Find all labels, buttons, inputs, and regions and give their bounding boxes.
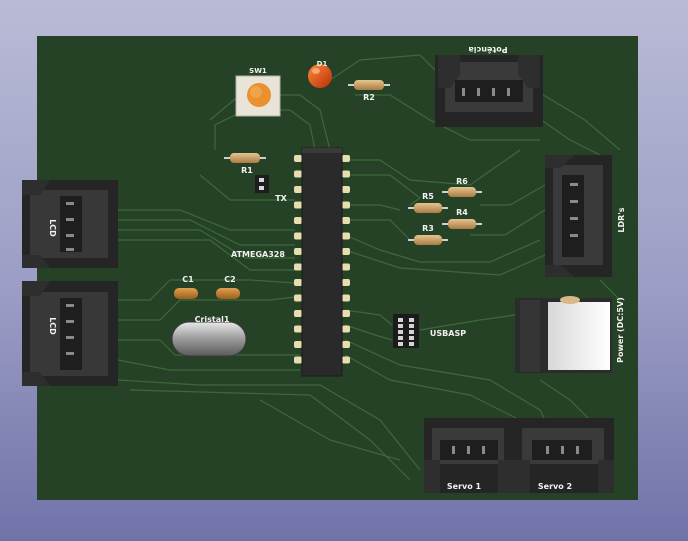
- chip-pin-left: [294, 356, 302, 364]
- chip-pin-left: [294, 201, 302, 209]
- c1-label: C1: [182, 275, 194, 284]
- chip-pin-left: [294, 170, 302, 178]
- capacitor-c2: C2: [216, 275, 240, 299]
- led-d1: D1: [308, 60, 332, 88]
- chip-pin-right: [342, 341, 350, 348]
- r2-label: R2: [363, 93, 375, 102]
- servo2-label: Servo 2: [538, 482, 572, 491]
- servo2-connector: Servo 2: [514, 418, 614, 493]
- chip-pin-right: [342, 263, 350, 271]
- sw1-pushbutton: SW1: [235, 67, 281, 117]
- ldrs-label: LDR's: [617, 207, 626, 232]
- resistor-r2: R2: [348, 80, 390, 102]
- chip-pin-right: [342, 325, 350, 333]
- tx-label: TX: [275, 194, 287, 203]
- chip-pin-left: [294, 263, 302, 271]
- chip-pin-right: [342, 279, 350, 286]
- chip-pin-left: [294, 279, 302, 286]
- power-label: Power (DC:5V): [616, 297, 625, 363]
- chip-pin-left: [294, 186, 302, 193]
- chip-pin-left: [294, 248, 302, 255]
- chip-pin-right: [342, 294, 350, 302]
- copper-traces: [117, 54, 621, 481]
- resistor-r5: R5: [408, 192, 448, 213]
- sw1-label: SW1: [249, 67, 267, 75]
- chip-pin-right: [342, 186, 350, 193]
- chip-pin-right: [342, 201, 350, 209]
- atmega328-chip: ATMEGA328: [231, 147, 350, 377]
- r6-label: R6: [456, 177, 468, 186]
- resistor-r6: R6: [442, 177, 482, 197]
- chip-pin-right: [342, 155, 350, 162]
- chip-pin-left: [294, 294, 302, 302]
- chip-pin-left: [294, 310, 302, 317]
- chip-pin-right: [342, 356, 350, 364]
- capacitor-c1: C1: [174, 275, 198, 299]
- chip-pin-right: [342, 310, 350, 317]
- chip-pin-left: [294, 232, 302, 240]
- usbasp-header: USBASP: [393, 314, 466, 348]
- power-jack: Power (DC:5V): [515, 296, 625, 373]
- r1-label: R1: [241, 166, 253, 175]
- lcd-top-label: LCD: [48, 219, 57, 237]
- tx-header: TX: [255, 175, 288, 203]
- chip-pin-right: [342, 248, 350, 255]
- crystal-label: Cristal1: [195, 315, 230, 324]
- servo1-label: Servo 1: [447, 482, 482, 491]
- usbasp-label: USBASP: [430, 329, 466, 338]
- ldrs-connector: LDR's: [545, 155, 626, 277]
- crystal-oscillator: Cristal1: [171, 315, 247, 357]
- potencia-connector: Potência: [435, 45, 543, 127]
- lcd-bottom-label: LCD: [48, 317, 57, 335]
- chip-pin-left: [294, 217, 302, 224]
- chip-pin-left: [294, 325, 302, 333]
- resistor-r3: R3: [408, 224, 448, 245]
- chip-pin-left: [294, 341, 302, 348]
- potencia-label: Potência: [468, 45, 507, 55]
- c2-label: C2: [224, 275, 235, 284]
- r3-label: R3: [422, 224, 434, 233]
- resistor-r4: R4: [442, 208, 482, 229]
- servo1-connector: Servo 1: [424, 418, 514, 493]
- chip-pin-left: [294, 155, 302, 162]
- chip-pin-right: [342, 232, 350, 240]
- r4-label: R4: [456, 208, 468, 217]
- chip-pin-right: [342, 217, 350, 224]
- lcd-connector-top: LCD: [22, 180, 118, 268]
- resistor-r1: R1: [224, 153, 266, 175]
- atmega328-label: ATMEGA328: [231, 250, 285, 259]
- lcd-connector-bottom: LCD: [22, 281, 118, 386]
- chip-pin-right: [342, 170, 350, 178]
- d1-label: D1: [317, 60, 328, 68]
- r5-label: R5: [422, 192, 434, 201]
